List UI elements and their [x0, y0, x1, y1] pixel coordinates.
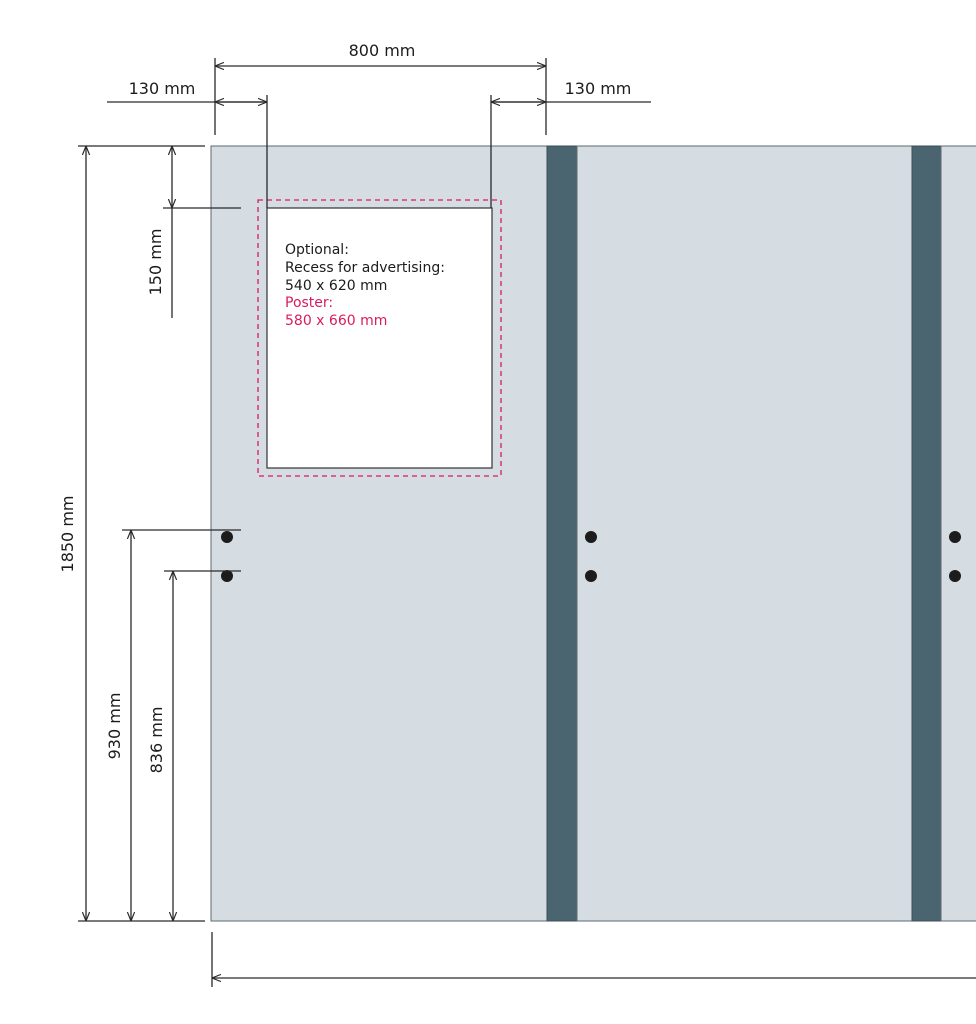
handle-hole-right-lower	[949, 570, 961, 582]
poster-outline	[257, 199, 502, 477]
dimension-1850: 1850 mm	[58, 145, 205, 922]
poster-note-label: Poster:	[285, 295, 333, 311]
recess-note-line3: 540 x 620 mm	[285, 278, 387, 294]
dimension-800: 800 mm	[214, 41, 547, 135]
dimension-130-right-label: 130 mm	[565, 79, 632, 98]
handle-hole-right-upper	[949, 531, 961, 543]
dimension-130-left: 130 mm	[107, 79, 268, 208]
post-1	[546, 145, 578, 922]
dimension-130-left-label: 130 mm	[129, 79, 196, 98]
dimension-1850-label: 1850 mm	[58, 496, 77, 573]
door-panel-middle	[576, 145, 913, 922]
poster-note-size: 580 x 660 mm	[285, 313, 387, 329]
dimension-836-label: 836 mm	[147, 707, 166, 774]
handle-hole-left-upper	[221, 531, 233, 543]
handle-hole-left-lower	[221, 570, 233, 582]
dimension-930-label: 930 mm	[105, 693, 124, 760]
recess-note-line2: Recess for advertising:	[285, 260, 445, 276]
handle-hole-middle-lower	[585, 570, 597, 582]
dimension-130-right: 130 mm	[490, 79, 651, 208]
advertising-recess	[266, 207, 493, 469]
recess-note-line1: Optional:	[285, 242, 349, 258]
dimension-bottom-width	[211, 932, 976, 987]
dimension-836: 836 mm	[147, 570, 241, 921]
post-2	[911, 145, 942, 922]
dimension-150: 150 mm	[146, 145, 241, 318]
dimension-930: 930 mm	[105, 529, 241, 921]
dimension-800-label: 800 mm	[349, 41, 416, 60]
dimension-150-label: 150 mm	[146, 229, 165, 296]
handle-hole-middle-upper	[585, 531, 597, 543]
